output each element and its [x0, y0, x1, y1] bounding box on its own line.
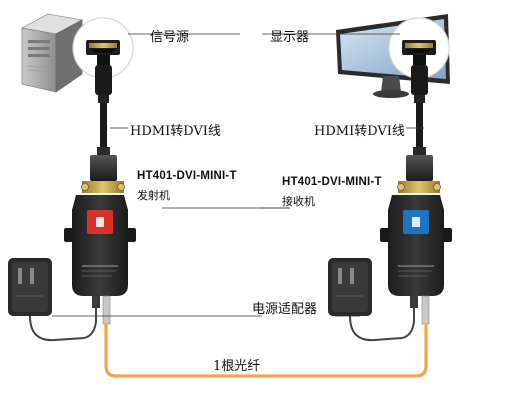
hdmi-dvi-cable-left [81, 55, 125, 193]
transmitter-device [64, 195, 136, 296]
fiber-label: 1根光纤 [213, 359, 261, 374]
power-adapter-label: 电源适配器 [252, 302, 318, 317]
leader-lines [52, 33, 424, 317]
cable-left-label: HDMI转DVI线 [130, 124, 221, 139]
receiver-role-label: 接收机 [282, 195, 315, 208]
display-label: 显示器 [270, 30, 310, 45]
power-cords [29, 300, 415, 342]
hdmi-dvi-cable-right [397, 55, 441, 193]
hdmi-port-icon [388, 17, 450, 79]
transmitter-model-label: HT401-DVI-MINI-T [137, 170, 237, 182]
cable-right-label: HDMI转DVI线 [314, 124, 405, 139]
transmitter-role-label: 发射机 [137, 189, 170, 202]
power-adapter-icon [328, 258, 372, 316]
fiber-cable [104, 324, 428, 378]
hdmi-port-icon [72, 17, 134, 79]
source-label: 信号源 [150, 30, 190, 45]
receiver-model-label: HT401-DVI-MINI-T [282, 176, 382, 188]
receiver-device [380, 195, 452, 296]
power-adapter-icon [8, 258, 52, 316]
